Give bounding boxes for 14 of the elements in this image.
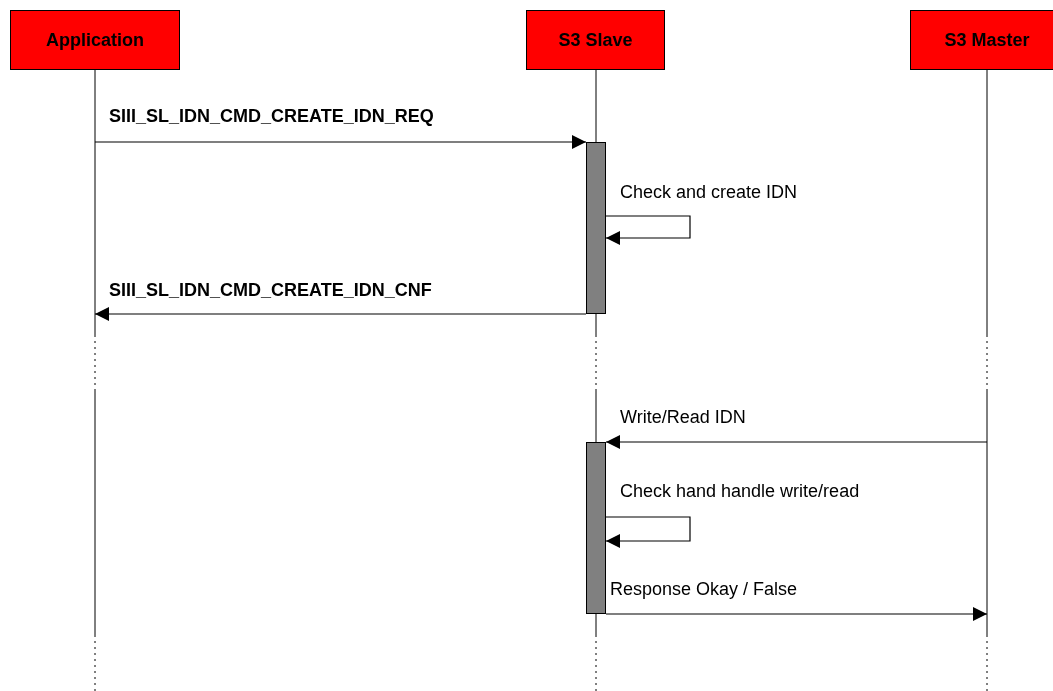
message-arrow [94,135,587,149]
lifeline-header: Application [10,10,180,70]
message-arrow [94,307,587,321]
message-label: SIII_SL_IDN_CMD_CREATE_IDN_REQ [109,106,434,126]
message-arrow [605,516,691,548]
activation-bar [586,142,606,314]
message-arrow [605,607,988,621]
lifeline-header: S3 Slave [526,10,665,70]
activation-bar [586,442,606,614]
lifeline-header: S3 Master [910,10,1053,70]
message-arrow [605,215,691,245]
message-arrow [605,435,988,449]
message-label: Response Okay / False [610,579,798,599]
message-label: SIII_SL_IDN_CMD_CREATE_IDN_CNF [109,280,432,300]
